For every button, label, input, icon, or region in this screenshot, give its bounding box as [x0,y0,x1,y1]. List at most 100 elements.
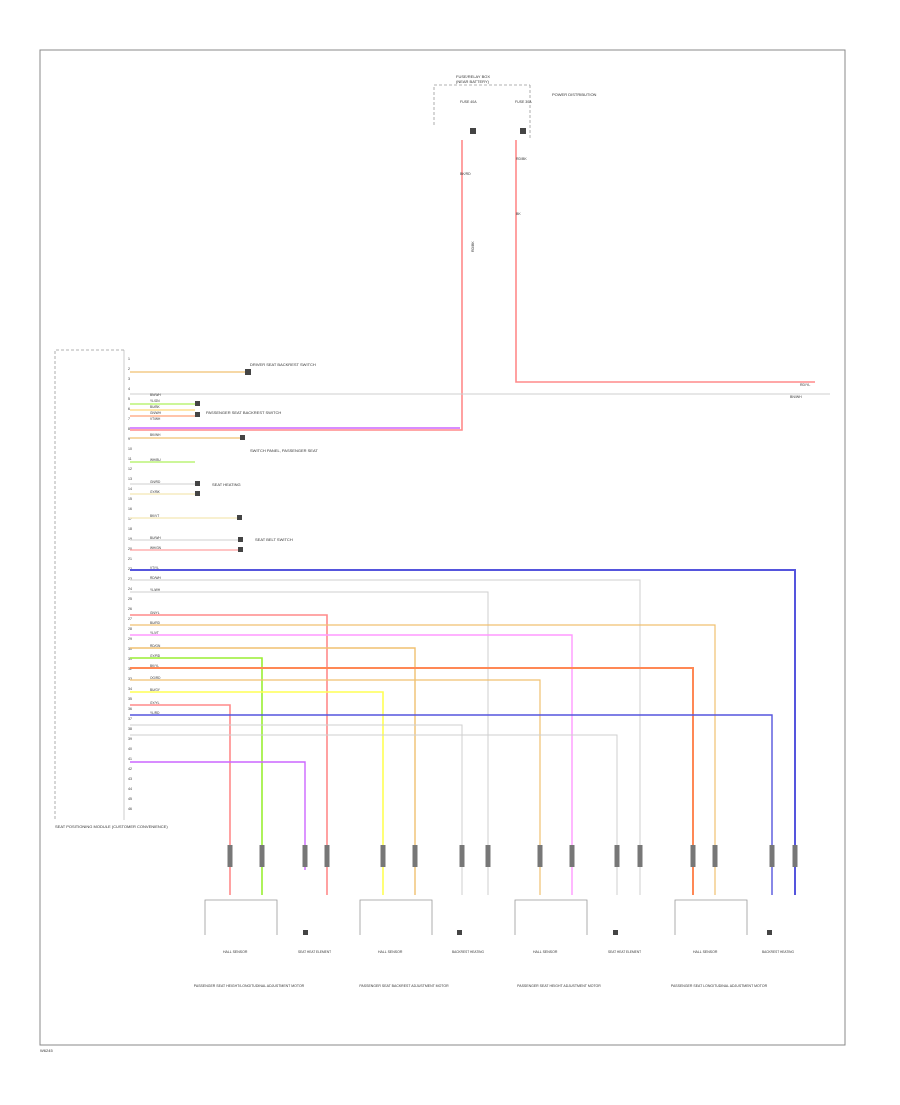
wire-label: YL/GN [150,399,160,403]
pin-label: 34 [128,687,132,691]
pin-label: 19 [128,537,132,541]
wire [130,569,796,895]
aux-symbol [457,930,462,935]
wire-labels: BN/WHYL/GNBU/BKGN/WHVT/WHBK/WHWH/BUGN/RD… [150,393,162,715]
pin-label: 33 [128,677,132,681]
bottom-components: HALL SENSOR SEAT HEAT ELEMENT PASSENGER SE… [194,845,798,988]
pin-label: 28 [128,627,132,631]
hall-sensor-label: HALL SENSOR [693,950,718,954]
pin-label: 4 [128,387,130,391]
pin-label: 24 [128,587,132,591]
wire-label: GY/BK [150,490,161,494]
wire-label: BK/WH [150,433,161,437]
pin-label: 3 [128,377,130,381]
pin-label: 23 [128,577,132,581]
pin-label: 35 [128,697,132,701]
pin-label: 27 [128,617,132,621]
wire-label: YL/RD [150,711,160,715]
aux-label: SEAT HEAT ELEMENT [298,950,331,954]
aux-label: BACKREST HEATING [452,950,484,954]
wire [130,714,773,895]
pin-label: 16 [128,507,132,511]
left-component-3: SEAT HEATING [212,482,241,487]
wire [130,667,694,895]
pin-label: 36 [128,707,132,711]
wire-label: RD/GN [150,644,161,648]
pin-label: 10 [128,447,132,451]
wire-label: BU/WH [150,536,161,540]
hall-sensor-label: HALL SENSOR [223,950,248,954]
hall-sensor-label: HALL SENSOR [533,950,558,954]
connector-pin [380,845,386,867]
bottom-component: HALL SENSOR SEAT HEAT ELEMENT PASSENGER SE… [194,899,331,988]
pin-label: 41 [128,757,132,761]
fuse-block: FUSE/RELAY BOX (NEAR BATTERY) FUSE 40A F… [433,74,597,140]
aux-symbol [767,930,772,935]
pin-label: 1 [128,357,130,361]
connector-pin [324,845,330,867]
left-components: DRIVER SEAT BACKREST SWITCH PASSENGER SE… [130,362,318,552]
wire-label: WH/BU [150,458,161,462]
pin-label: 11 [128,457,132,461]
wire [130,734,618,895]
connector-pin [227,845,233,867]
pin-label: 46 [128,807,132,811]
fuse-left-icon [470,128,476,134]
pin-label: 18 [128,527,132,531]
wire-label: BN/WH [150,393,161,397]
component-caption: PASSENGER SEAT HEIGHT/LONGITUDINAL ADJUS… [194,984,305,988]
wire [130,624,716,895]
left-component-0: DRIVER SEAT BACKREST SWITCH [250,362,316,367]
pin-label: 20 [128,547,132,551]
component-caption: PASSENGER SEAT HEIGHT ADJUSTMENT MOTOR [517,984,601,988]
wire [130,679,541,895]
top-wire-label-2: RD/BK [516,157,527,161]
long-wires [130,569,796,895]
pin-label: 22 [128,567,132,571]
wire-label: VT/YL [150,566,159,570]
pin-label: 15 [128,497,132,501]
pin-label: 13 [128,477,132,481]
power-wire-red-2 [515,140,815,383]
connector-pin [569,845,575,867]
power-distribution-label: POWER DISTRIBUTION [552,92,597,97]
wire-label: BK/YL [150,664,159,668]
pin-label: 14 [128,487,132,491]
connector-pin [485,845,491,867]
aux-label: SEAT HEAT ELEMENT [608,950,641,954]
connector-pin [614,845,620,867]
wire-label: GN/WH [150,411,162,415]
pin-label: 43 [128,777,132,781]
wire-label: VT/WH [150,417,161,421]
pin-label: 32 [128,667,132,671]
wire-label: GY/YL [150,701,160,705]
pin-label: 8 [128,427,130,431]
fuse-block-title: FUSE/RELAY BOX [456,74,490,79]
wire-label: WH/GN [150,546,162,550]
top-wire-label-1: BK/RD [460,172,471,176]
wire [130,704,231,895]
pin-label: 9 [128,437,130,441]
wire-label: BU/BK [150,405,160,409]
wire [130,614,328,895]
connector-pin [259,845,265,867]
wire [130,657,263,895]
pin-label: 31 [128,657,132,661]
component-caption: PASSENGER SEAT BACKREST ADJUSTMENT MOTOR [359,984,449,988]
wire-label: GY/RD [150,654,161,658]
left-component-1: PASSENGER SEAT BACKREST SWITCH [206,410,281,415]
right-label-0: RD/YL [800,383,810,387]
wire-label: BK/VT [150,514,159,518]
pin-label: 37 [128,717,132,721]
left-component-2: SWITCH PANEL, PASSENGER SEAT [250,448,318,453]
diagram-frame [39,49,846,1046]
component-caption: PASSENGER SEAT LONGITUDINAL ADJUSTMENT M… [671,984,768,988]
fuse-block-subtitle: (NEAR BATTERY) [456,79,490,84]
wire-label: YL/VT [150,631,159,635]
bottom-component: HALL SENSOR SEAT HEAT ELEMENT PASSENGER SE… [514,899,641,988]
fuse-right-label: FUSE 30A [515,100,532,104]
connector-pin [459,845,465,867]
